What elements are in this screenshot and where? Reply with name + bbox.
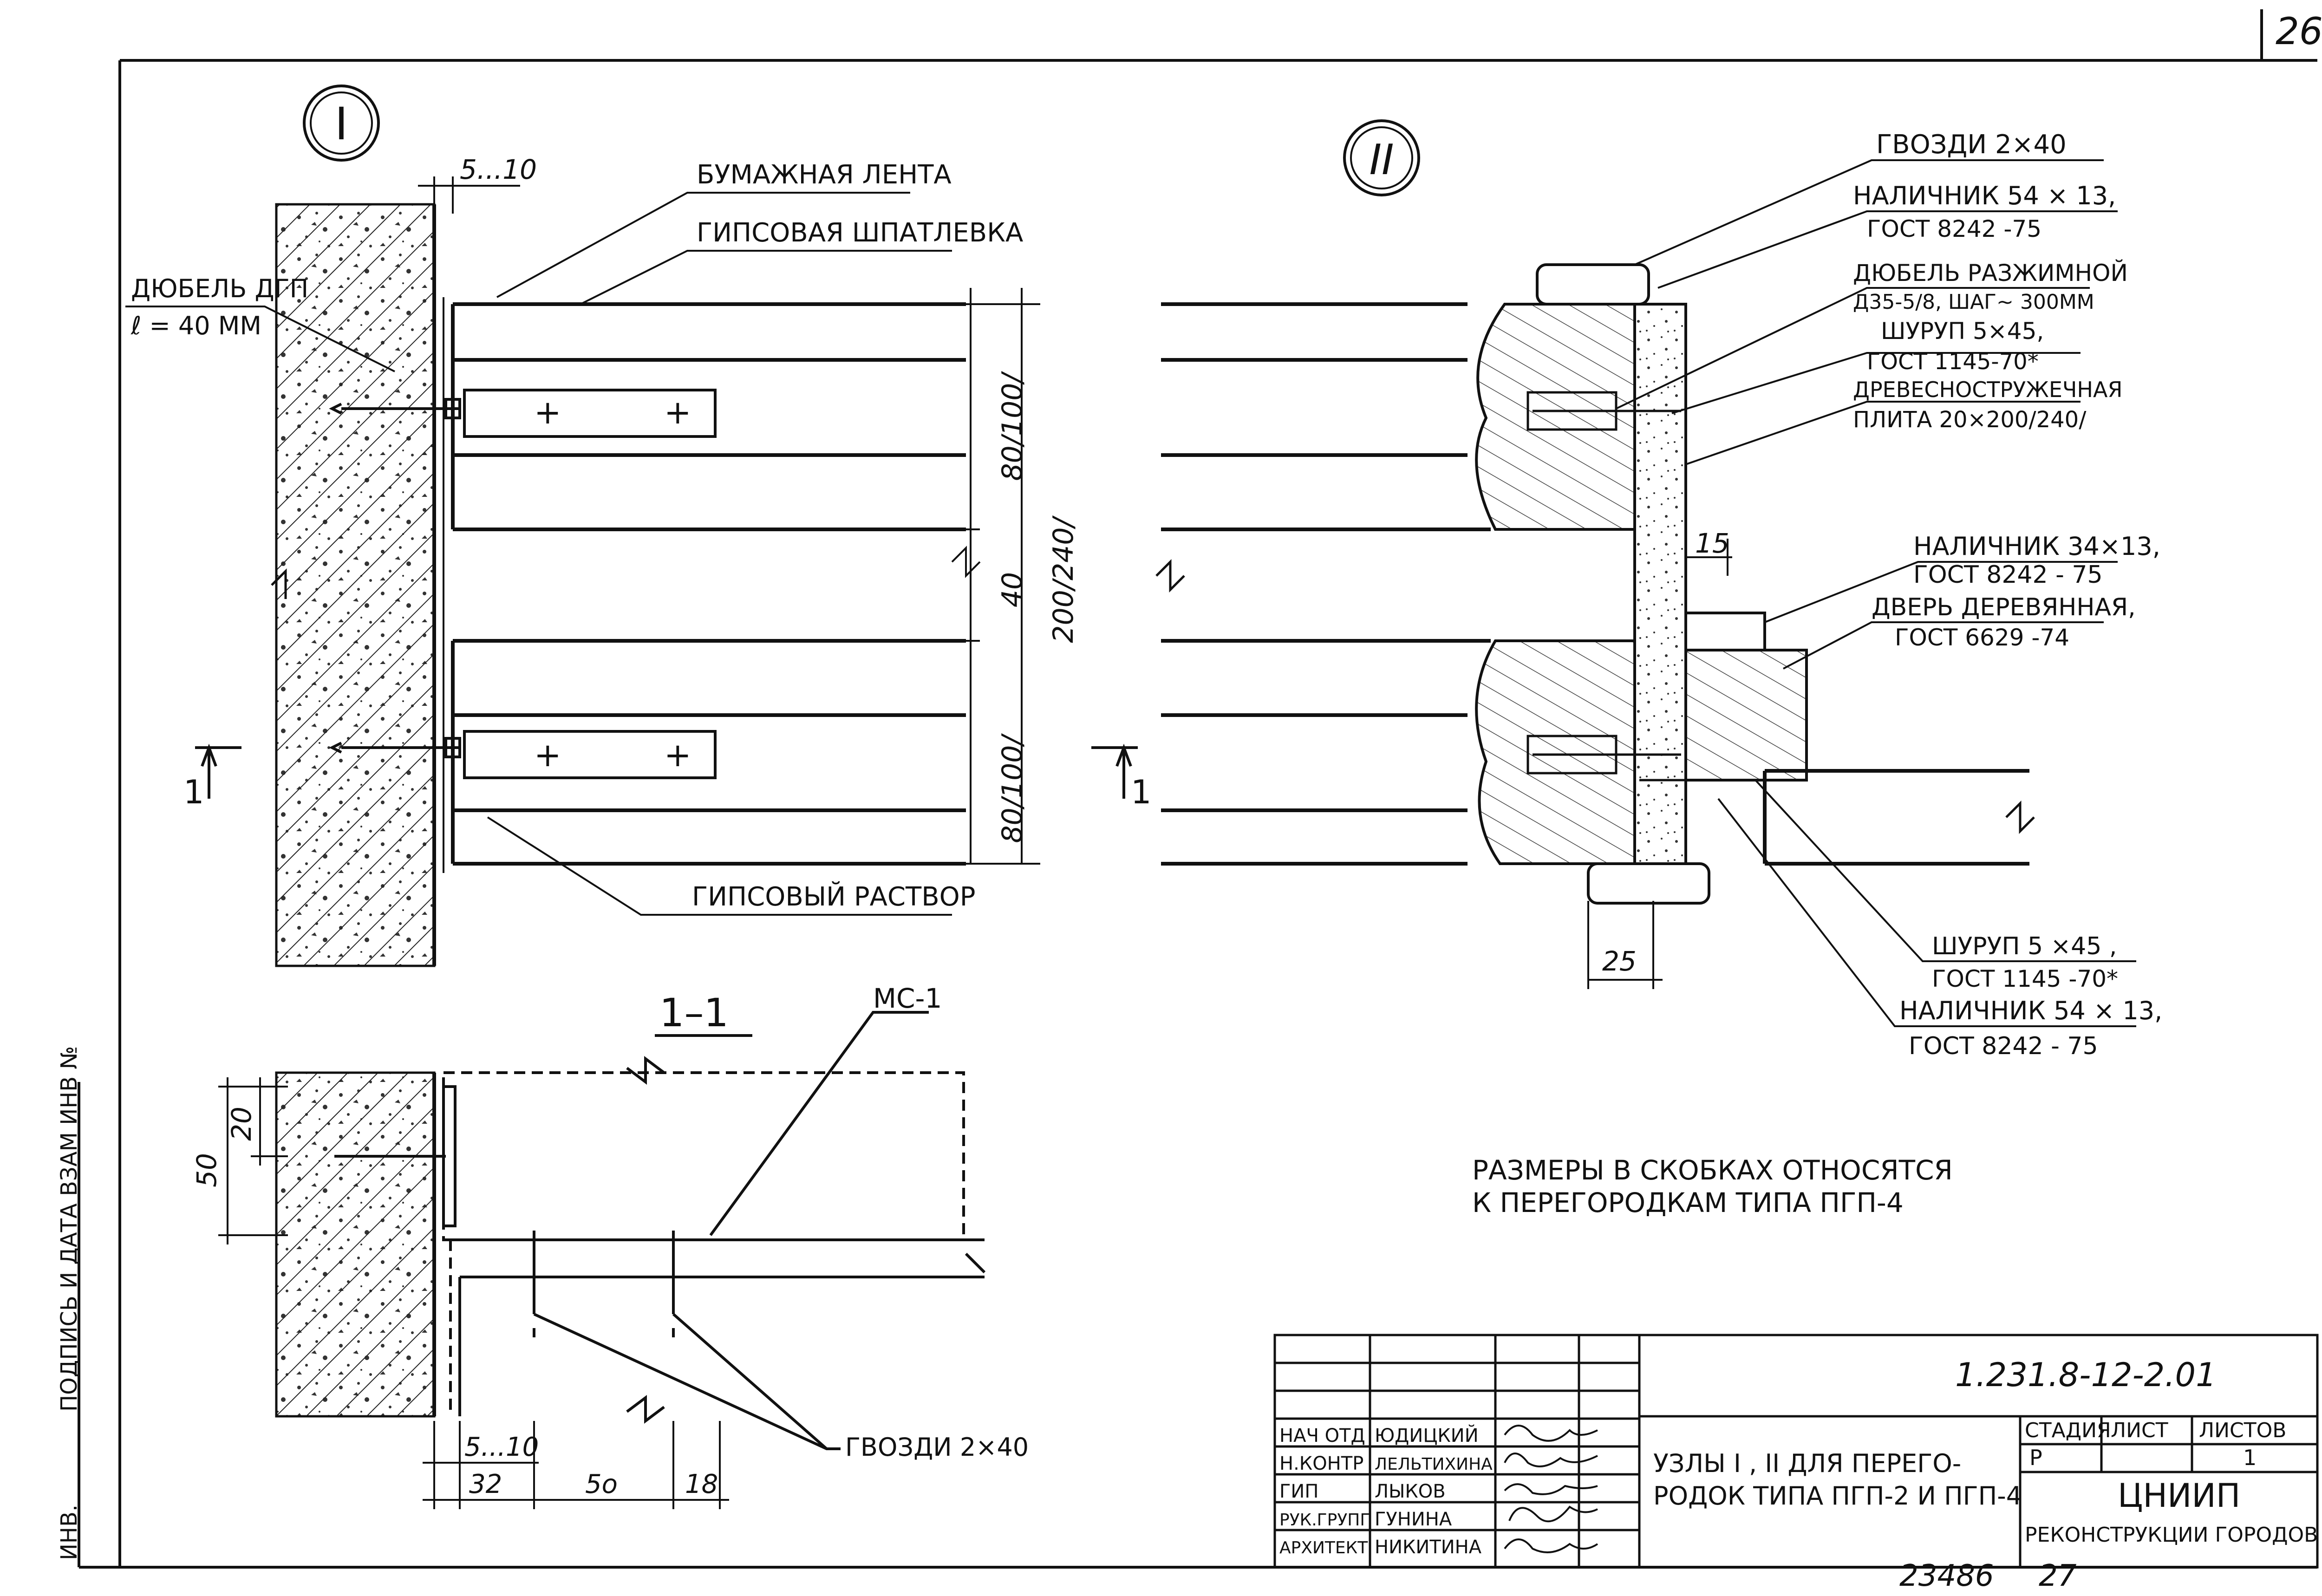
document-code: 1.231.8-12-2.01 bbox=[1955, 1356, 2217, 1394]
label-screw-b-1: ШУРУП 5 ×45 , bbox=[1932, 932, 2117, 960]
label-door-1: ДВЕРЬ ДЕРЕВЯННАЯ, bbox=[1872, 593, 2136, 621]
note-line-1: РАЗМЕРЫ В СКОБКАХ ОТНОСЯТСЯ bbox=[1472, 1154, 1953, 1186]
label-door-2: ГОСТ 6629 -74 bbox=[1895, 624, 2069, 651]
dim-total: 200/240/ bbox=[1047, 515, 1080, 643]
title-line-1: УЗЛЫ I , II ДЛЯ ПЕРЕГО- bbox=[1653, 1449, 1961, 1478]
stage-value: Р bbox=[2029, 1445, 2042, 1470]
node-1-detail: I + + + + bbox=[125, 85, 1080, 967]
sheets-value: 1 bbox=[2243, 1445, 2257, 1470]
roles-table: НАЧ ОТД ЮДИЦКИЙ Н.КОНТР ЛЕЛЬТИХИНА ГИП Л… bbox=[1279, 1424, 1493, 1558]
role-1: Н.КОНТР bbox=[1279, 1453, 1363, 1474]
label-nails-section: ГВОЗДИ 2×40 bbox=[845, 1433, 1029, 1462]
dim-18: 18 bbox=[685, 1469, 718, 1499]
section-mark-right: 1 bbox=[1131, 773, 1152, 811]
label-board-2: ПЛИТА 20×200/240/ bbox=[1853, 407, 2087, 433]
dim-50: 5о bbox=[585, 1469, 618, 1499]
name-3: ГУНИНА bbox=[1375, 1509, 1452, 1530]
label-casing-top-2: ГОСТ 8242 -75 bbox=[1867, 215, 2042, 242]
name-2: ЛЫКОВ bbox=[1375, 1481, 1446, 1502]
node-2-marker: II bbox=[1369, 136, 1394, 184]
label-mc1: МС-1 bbox=[873, 983, 942, 1014]
label-gypsum-mortar: ГИПСОВЫЙ РАСТВОР bbox=[692, 881, 976, 912]
section-mark-left: 1 bbox=[183, 773, 204, 811]
role-3: РУК.ГРУПП bbox=[1279, 1511, 1372, 1530]
label-screw-1: ШУРУП 5×45, bbox=[1881, 318, 2044, 345]
name-4: НИКИТИНА bbox=[1375, 1537, 1482, 1558]
label-screw-2: ГОСТ 1145-70* bbox=[1867, 349, 2039, 375]
inventory-number: 23486 bbox=[1899, 1559, 1994, 1593]
section-1-1-detail: 1–1 МС-1 ГВОЗДИ 2×40 bbox=[191, 983, 1029, 1509]
plate-cross-4: + bbox=[664, 736, 691, 774]
label-casing-top-1: НАЛИЧНИК 54 × 13, bbox=[1853, 181, 2116, 210]
sheet-frame bbox=[78, 9, 2317, 1569]
label-casing-mid-2: ГОСТ 8242 - 75 bbox=[1913, 561, 2103, 589]
label-gypsum-putty: ГИПСОВАЯ ШПАТЛЕВКА bbox=[697, 218, 1023, 248]
bottom-number: 27 bbox=[2039, 1559, 2077, 1593]
node-2-detail: II bbox=[1091, 119, 2162, 1060]
dim-5-10-section: 5...10 bbox=[464, 1432, 539, 1462]
label-dowel-2: Д35-5/8, ШАГ~ 300ММ bbox=[1853, 290, 2094, 314]
label-paper-tape: БУМАЖНАЯ ЛЕНТА bbox=[697, 160, 952, 190]
title-line-2: РОДОК ТИПА ПГП-2 И ПГП-4 bbox=[1653, 1481, 2022, 1511]
col-sheets: ЛИСТОВ bbox=[2199, 1419, 2286, 1442]
role-2: ГИП bbox=[1279, 1481, 1318, 1502]
dim-50-vert: 50 bbox=[191, 1153, 222, 1187]
dim-25: 25 bbox=[1602, 945, 1637, 977]
role-0: НАЧ ОТД bbox=[1279, 1425, 1365, 1446]
note-line-2: К ПЕРЕГОРОДКАМ ТИПА ПГП-4 bbox=[1472, 1187, 1904, 1218]
margin-inventory-label: ИНВ. bbox=[56, 1505, 82, 1560]
margin-signature-label: ПОДПИСЬ И ДАТА ВЗАМ ИНВ № bbox=[56, 1046, 82, 1412]
role-4: АРХИТЕКТ bbox=[1279, 1538, 1368, 1557]
sheet-number: 26 bbox=[2276, 10, 2322, 53]
name-0: ЮДИЦКИЙ bbox=[1375, 1424, 1479, 1446]
signatures bbox=[1504, 1425, 1598, 1553]
dim-gap-5-10: 5...10 bbox=[460, 154, 537, 185]
dim-gap-mid: 40 bbox=[996, 572, 1029, 607]
dim-15: 15 bbox=[1695, 528, 1729, 559]
label-casing-bot-1: НАЛИЧНИК 54 × 13, bbox=[1899, 996, 2162, 1025]
label-board-1: ДРЕВЕСНОСТРУЖЕЧНАЯ bbox=[1853, 377, 2122, 402]
label-dowel-1: ДЮБЕЛЬ РАЗЖИМНОЙ bbox=[1853, 259, 2128, 287]
dim-panel-bottom: 80/100/ bbox=[996, 733, 1029, 843]
label-casing-mid-1: НАЛИЧНИК 34×13, bbox=[1913, 532, 2160, 561]
dim-panel-top: 80/100/ bbox=[996, 371, 1029, 481]
col-sheet: ЛИСТ bbox=[2111, 1419, 2168, 1442]
dim-20: 20 bbox=[226, 1107, 257, 1141]
label-nails-top: ГВОЗДИ 2×40 bbox=[1876, 130, 2067, 160]
label-screw-b-2: ГОСТ 1145 -70* bbox=[1932, 965, 2118, 992]
title-block bbox=[1273, 1334, 2319, 1569]
plate-cross-1: + bbox=[534, 393, 561, 431]
section-title: 1–1 bbox=[659, 990, 729, 1036]
node-1-marker: I bbox=[335, 98, 348, 150]
label-dowel-1: ДЮБЕЛЬ ДГП bbox=[131, 274, 308, 303]
col-stage: СТАДИЯ bbox=[2025, 1419, 2111, 1442]
plate-cross-3: + bbox=[534, 736, 561, 774]
label-dowel-2: ℓ = 40 ММ bbox=[130, 311, 261, 340]
plate-cross-2: + bbox=[664, 393, 691, 431]
dim-32: 32 bbox=[469, 1469, 502, 1499]
org-name-2: РЕКОНСТРУКЦИИ ГОРОДОВ bbox=[2025, 1523, 2318, 1547]
org-name-1: ЦНИИП bbox=[2118, 1477, 2240, 1515]
label-casing-bot-2: ГОСТ 8242 - 75 bbox=[1909, 1032, 2098, 1060]
name-1: ЛЕЛЬТИХИНА bbox=[1375, 1455, 1493, 1474]
left-margin: ПОДПИСЬ И ДАТА ВЗАМ ИНВ № ИНВ. bbox=[56, 1046, 82, 1560]
